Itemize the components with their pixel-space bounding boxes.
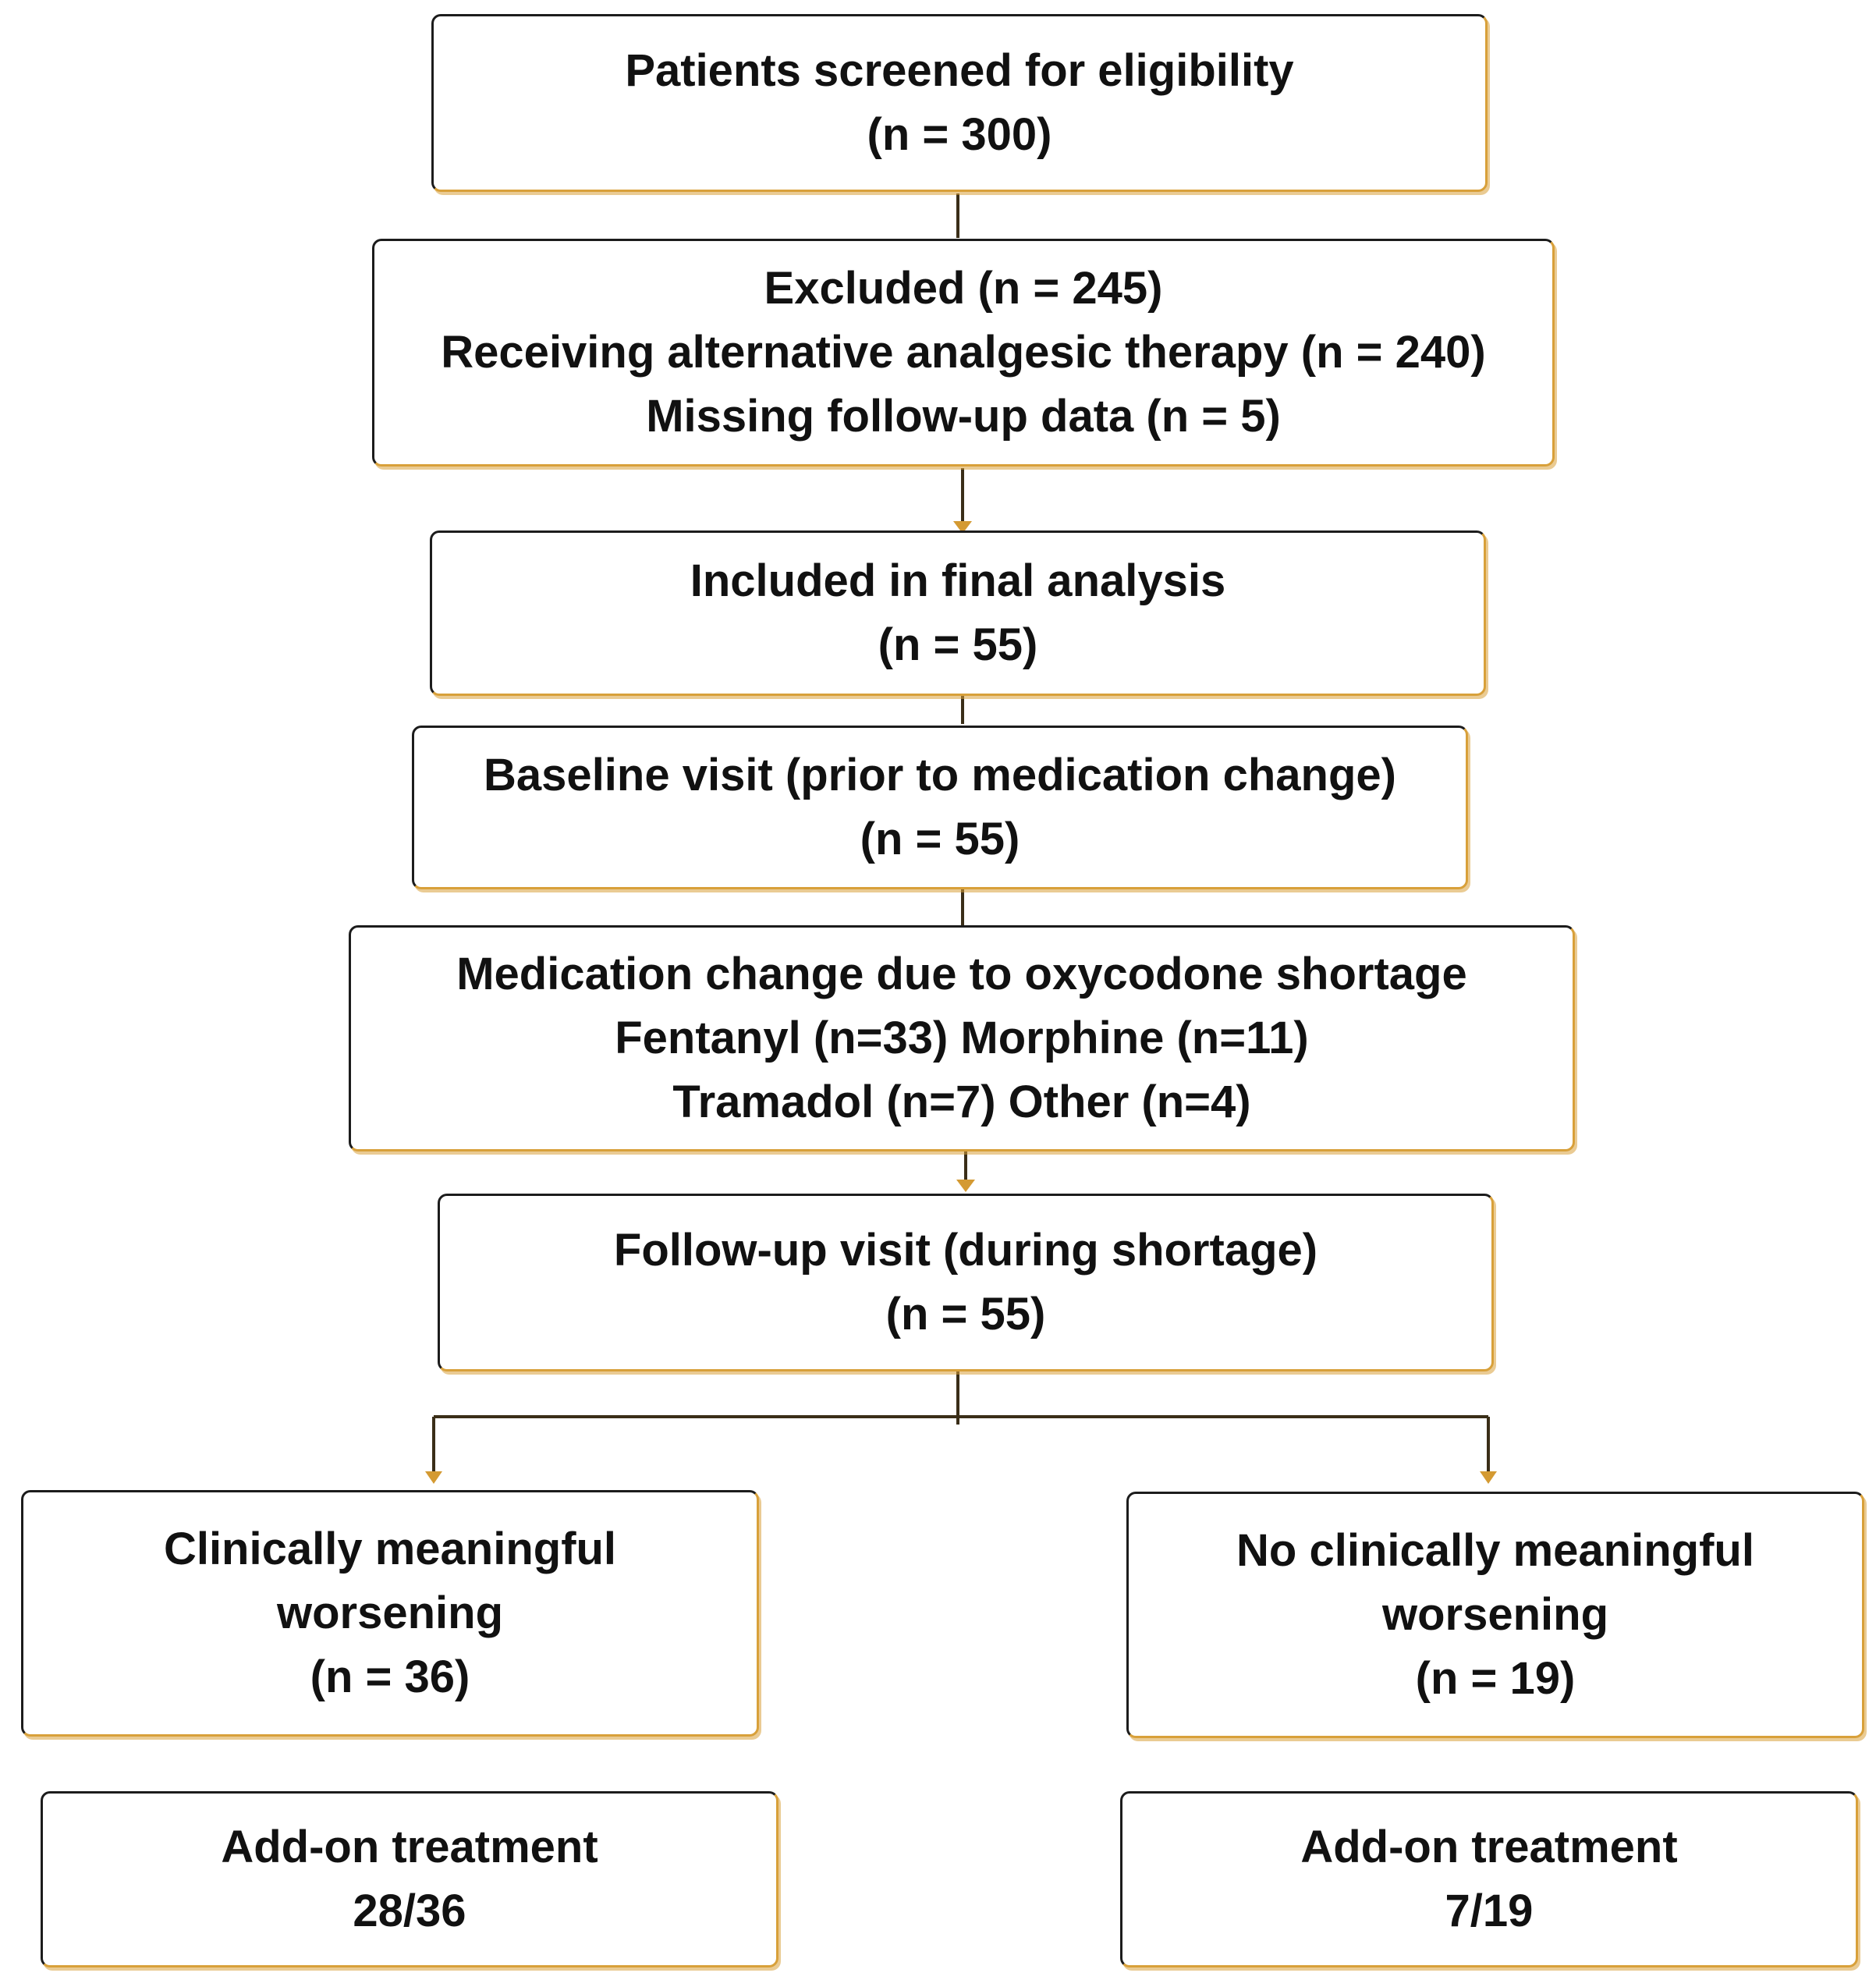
worsening-line1: Clinically meaningful — [163, 1524, 617, 1574]
no-worsening-line1: No clinically meaningful — [1236, 1525, 1754, 1576]
followup-box: Follow-up visit (during shortage) (n = 5… — [438, 1194, 1494, 1371]
followup-title: Follow-up visit (during shortage) — [613, 1225, 1318, 1276]
excluded-reason-therapy: Receiving alternative analgesic therapy … — [441, 327, 1486, 378]
addon-left-ratio: 28/36 — [353, 1886, 466, 1936]
arrowhead-followup — [956, 1180, 975, 1192]
screened-count: (n = 300) — [867, 109, 1052, 160]
medication-tramadol-other: Tramadol (n=7) Other (n=4) — [672, 1077, 1251, 1127]
medication-box: Medication change due to oxycodone short… — [349, 925, 1575, 1151]
no-worsening-box: No clinically meaningful worsening (n = … — [1126, 1492, 1864, 1738]
addon-left-box: Add-on treatment 28/36 — [41, 1791, 778, 1967]
addon-right-ratio: 7/19 — [1445, 1886, 1534, 1936]
baseline-box: Baseline visit (prior to medication chan… — [412, 726, 1468, 889]
excluded-reason-missing: Missing follow-up data (n = 5) — [646, 391, 1281, 442]
included-box: Included in final analysis (n = 55) — [430, 530, 1486, 696]
arrowhead-left — [425, 1471, 442, 1484]
addon-left-title: Add-on treatment — [221, 1822, 598, 1872]
medication-title: Medication change due to oxycodone short… — [456, 949, 1467, 999]
screened-box: Patients screened for eligibility (n = 3… — [431, 14, 1488, 192]
worsening-box: Clinically meaningful worsening (n = 36) — [21, 1490, 759, 1737]
no-worsening-line2: worsening — [1381, 1589, 1609, 1640]
arrowhead-included — [953, 521, 972, 534]
followup-count: (n = 55) — [885, 1289, 1046, 1339]
worsening-line2: worsening — [276, 1588, 504, 1638]
worsening-count: (n = 36) — [310, 1652, 470, 1702]
addon-right-title: Add-on treatment — [1300, 1822, 1678, 1872]
baseline-count: (n = 55) — [860, 814, 1020, 864]
arrowhead-right — [1480, 1471, 1497, 1484]
no-worsening-count: (n = 19) — [1415, 1653, 1576, 1704]
excluded-box: Excluded (n = 245) Receiving alternative… — [372, 239, 1555, 467]
baseline-title: Baseline visit (prior to medication chan… — [484, 750, 1396, 800]
included-count: (n = 55) — [878, 619, 1038, 670]
excluded-title: Excluded (n = 245) — [764, 263, 1163, 314]
included-title: Included in final analysis — [690, 555, 1226, 606]
screened-title: Patients screened for eligibility — [625, 45, 1294, 96]
addon-right-box: Add-on treatment 7/19 — [1120, 1791, 1858, 1967]
medication-fentanyl-morphine: Fentanyl (n=33) Morphine (n=11) — [615, 1013, 1309, 1063]
